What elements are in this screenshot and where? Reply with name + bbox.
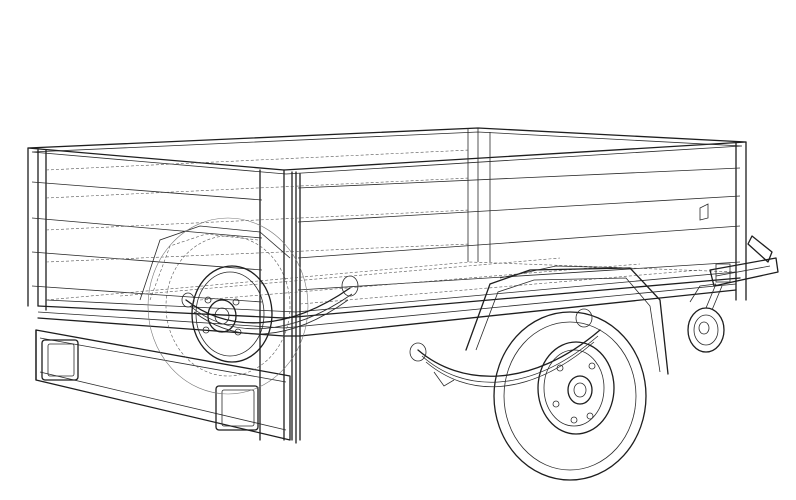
leaf-spring-right xyxy=(409,308,601,388)
fender-right xyxy=(465,265,669,375)
jockey-wheel xyxy=(687,283,725,353)
tail-light-left xyxy=(41,339,79,381)
tow-hitch xyxy=(689,203,779,303)
front-bumper xyxy=(35,329,291,441)
leaf-spring-left xyxy=(181,275,359,335)
tail-light-right xyxy=(215,385,259,431)
fender-left xyxy=(139,225,291,301)
cargo-box xyxy=(27,127,747,444)
wheel-right xyxy=(493,311,647,481)
